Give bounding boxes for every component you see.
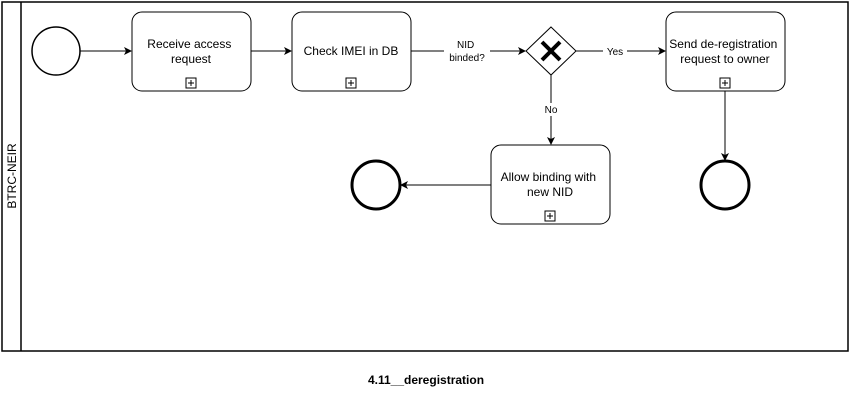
end-event-left[interactable] xyxy=(350,159,402,211)
subprocess-marker-icon xyxy=(544,210,556,222)
edge-label-bg xyxy=(542,103,560,116)
edge-label-nid-binded: NID binded? xyxy=(444,38,490,64)
task-label-line1: Receive access xyxy=(147,37,231,51)
task-label-line1: Send de-registration xyxy=(669,37,777,51)
task-label-line2: new NID xyxy=(527,185,573,199)
task-label-line2: request to owner xyxy=(680,52,769,66)
svg-text:Send de-registration req: Send de-registration request to owner xyxy=(669,37,780,66)
lane-label: BTRC-NEIR xyxy=(5,143,19,209)
task-label-line2: request xyxy=(171,52,212,66)
svg-text:Receive access request: Receive access request xyxy=(147,37,234,66)
start-event[interactable] xyxy=(31,26,81,76)
edge-label-yes: Yes xyxy=(603,45,627,58)
edge-label-line2: binded? xyxy=(449,53,485,64)
task-send-deregistration[interactable]: Send de-registration request to owner xyxy=(665,11,786,92)
x-marker-icon xyxy=(540,40,562,62)
subprocess-marker-icon xyxy=(345,77,357,89)
task-label-line1: Allow binding with xyxy=(501,170,596,184)
svg-text:NID binded?: NID binded? xyxy=(449,40,485,64)
task-receive-access-request[interactable]: Receive access request xyxy=(131,11,252,92)
diagram-caption: 4.11__deregistration xyxy=(368,373,484,387)
edge-label-bg xyxy=(444,38,490,64)
edge-label-no-text: No xyxy=(545,105,558,116)
subprocess-marker-icon xyxy=(719,77,731,89)
svg-text:Allow binding with new N: Allow binding with new NID xyxy=(501,170,600,199)
edge-label-line1: NID xyxy=(457,40,474,51)
edge-label-yes-text: Yes xyxy=(607,47,623,58)
task-label: Check IMEI in DB xyxy=(304,44,399,58)
exclusive-gateway[interactable] xyxy=(525,26,577,76)
task-allow-binding[interactable]: Allow binding with new NID xyxy=(490,144,611,225)
edge-label-no: No xyxy=(542,103,560,116)
task-check-imei[interactable]: Check IMEI in DB xyxy=(291,11,412,92)
subprocess-marker-icon xyxy=(185,77,197,89)
end-event-right[interactable] xyxy=(699,159,751,211)
edge-label-bg xyxy=(603,45,627,58)
